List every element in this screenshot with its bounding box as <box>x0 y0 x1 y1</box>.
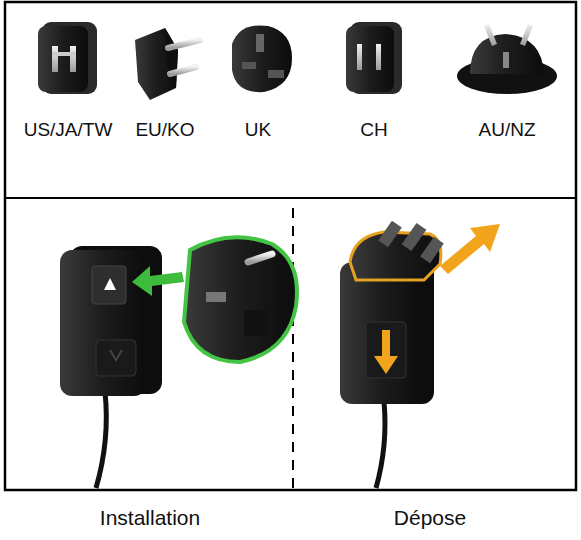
power-cord <box>376 402 385 488</box>
eu-plug <box>135 28 200 100</box>
divider-line <box>5 197 576 199</box>
plug-pin <box>378 221 402 248</box>
release-button <box>366 322 406 378</box>
plug-pin <box>168 40 200 48</box>
plug-body <box>470 34 544 74</box>
uk-plug-insert <box>184 237 297 362</box>
plug-region-label: CH <box>360 120 387 141</box>
release-button <box>96 340 136 376</box>
plug-body <box>232 25 292 92</box>
us-plug <box>38 22 97 94</box>
plug-pin <box>402 223 427 251</box>
adapter-body <box>60 250 146 396</box>
adapter-body <box>340 262 422 404</box>
remove-arrow <box>440 224 500 274</box>
plug-region-label: US/JA/TW <box>24 120 113 141</box>
plug-pin <box>420 237 444 264</box>
release-mark <box>110 350 122 360</box>
plug-pin <box>256 34 264 52</box>
plug-pin <box>170 67 196 74</box>
plug-pin <box>52 46 58 72</box>
plug-side <box>165 28 178 88</box>
dashed-divider <box>292 208 294 488</box>
insert-arrow <box>132 266 184 296</box>
au-plug <box>457 24 557 94</box>
panel-caption: Dépose <box>394 506 466 529</box>
plug-pin <box>268 70 284 78</box>
adapter-install <box>60 237 297 488</box>
plug-pin <box>248 254 272 262</box>
ch-plug <box>346 22 402 94</box>
socket-mark <box>104 278 116 290</box>
plug-pin <box>70 46 76 72</box>
adapter-remove <box>340 221 500 488</box>
power-cord <box>96 392 106 488</box>
plug-pin <box>244 310 268 336</box>
plug-pin <box>520 24 533 46</box>
plug-pin <box>206 292 226 302</box>
plug-pin <box>503 52 509 68</box>
push-arrow <box>374 330 398 374</box>
plug-region-label: UK <box>245 120 271 141</box>
uk-plug <box>232 25 292 92</box>
plug-face <box>38 26 88 92</box>
plug-region-label: EU/KO <box>135 120 194 141</box>
plug-region-label: AU/NZ <box>479 120 536 141</box>
adapter-socket <box>92 266 126 304</box>
plug-pin <box>357 44 362 70</box>
plug-pin <box>376 44 381 70</box>
plug-pin <box>52 52 76 56</box>
outer-frame <box>5 2 576 490</box>
panel-caption: Installation <box>100 506 200 529</box>
plug-body <box>135 28 178 100</box>
plug-pin <box>484 24 497 46</box>
plug-pin <box>242 62 256 69</box>
plug-face <box>346 26 394 92</box>
